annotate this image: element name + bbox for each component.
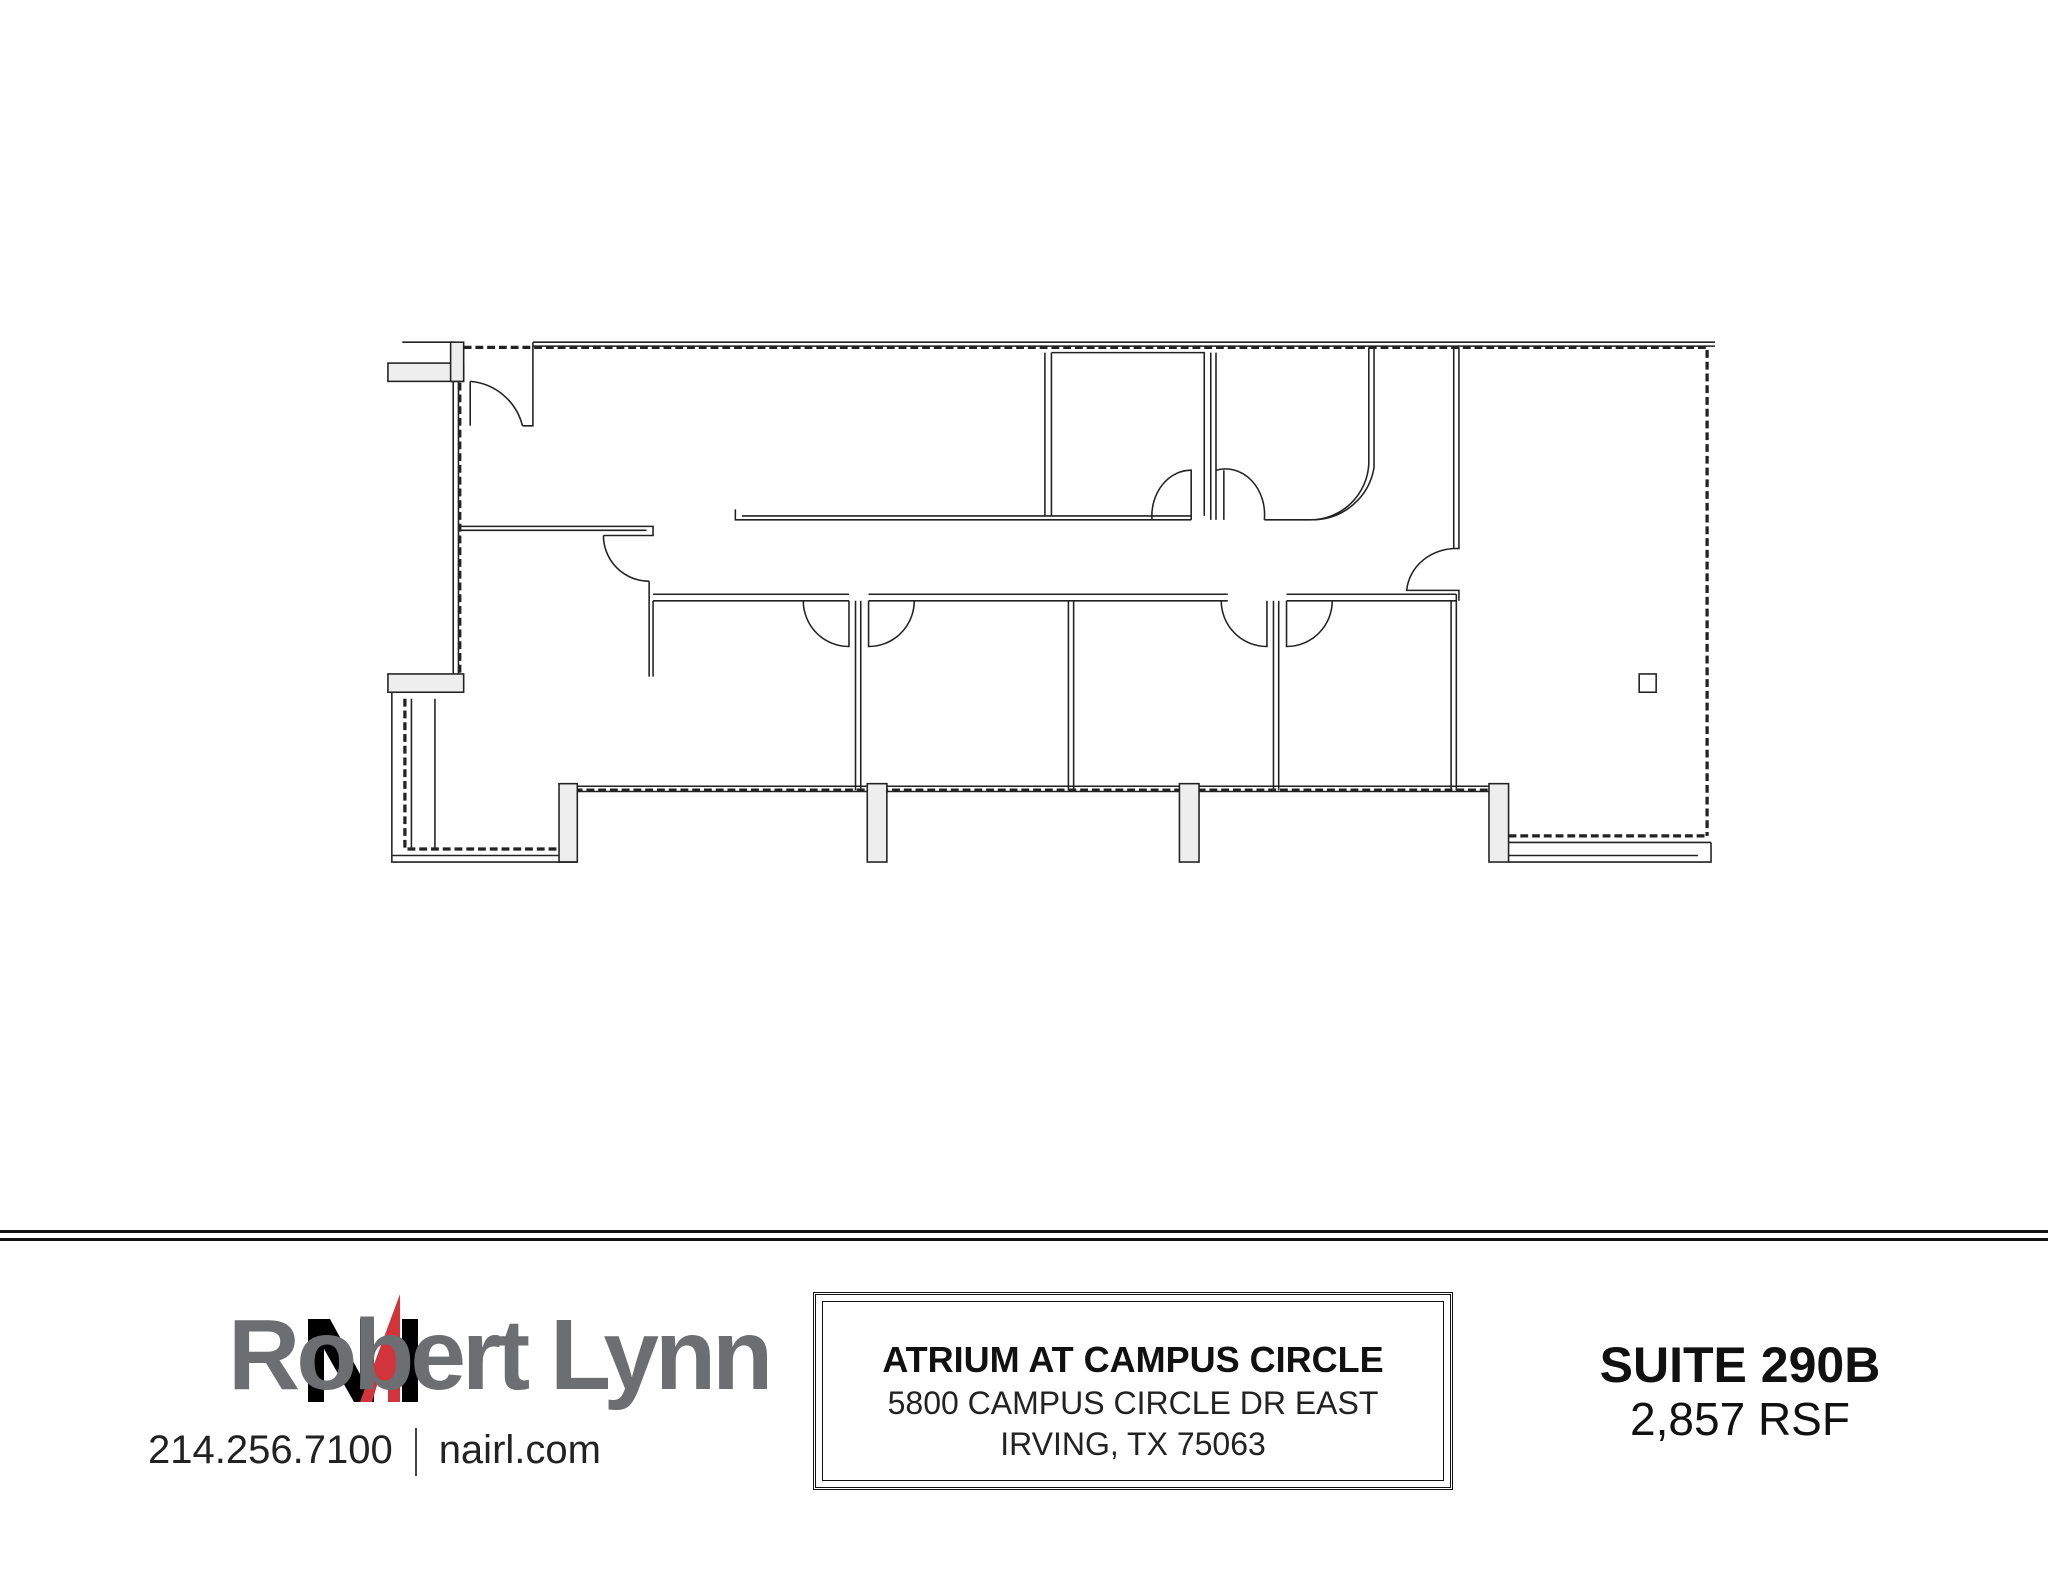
address-line-2: IRVING, TX 75063: [1000, 1426, 1266, 1462]
column-square: [1638, 673, 1657, 694]
column: [866, 782, 888, 863]
logo-name: Robert Lynn: [228, 1299, 773, 1411]
column: [558, 782, 579, 863]
property-name: ATRIUM AT CAMPUS CIRCLE: [882, 1339, 1384, 1380]
column-left-mid: [387, 673, 465, 694]
divider-line: [0, 1230, 2048, 1233]
property-address-box: ATRIUM AT CAMPUS CIRCLE 5800 CAMPUS CIRC…: [813, 1292, 1453, 1490]
website-link[interactable]: nairl.com: [438, 1428, 601, 1472]
address-line-1: 5800 CAMPUS CIRCLE DR EAST: [887, 1385, 1379, 1421]
nai-logo-mark: [308, 1294, 418, 1402]
door: [802, 600, 1334, 648]
suite-boundary: [403, 345, 1709, 851]
suite-title: SUITE 290B: [1599, 1337, 1881, 1393]
suite-area: 2,857 RSF: [1630, 1393, 1850, 1445]
column: [1488, 782, 1510, 863]
door: [469, 342, 534, 427]
wall-top: [402, 341, 1715, 347]
divider-line: [0, 1238, 2048, 1241]
phone-number: 214.256.7100: [148, 1428, 393, 1472]
door: [602, 535, 650, 583]
column: [1178, 782, 1200, 863]
separator: [414, 1428, 417, 1477]
door: [1151, 468, 1266, 520]
contact-info: 214.256.7100 nairl.com: [148, 1428, 601, 1477]
